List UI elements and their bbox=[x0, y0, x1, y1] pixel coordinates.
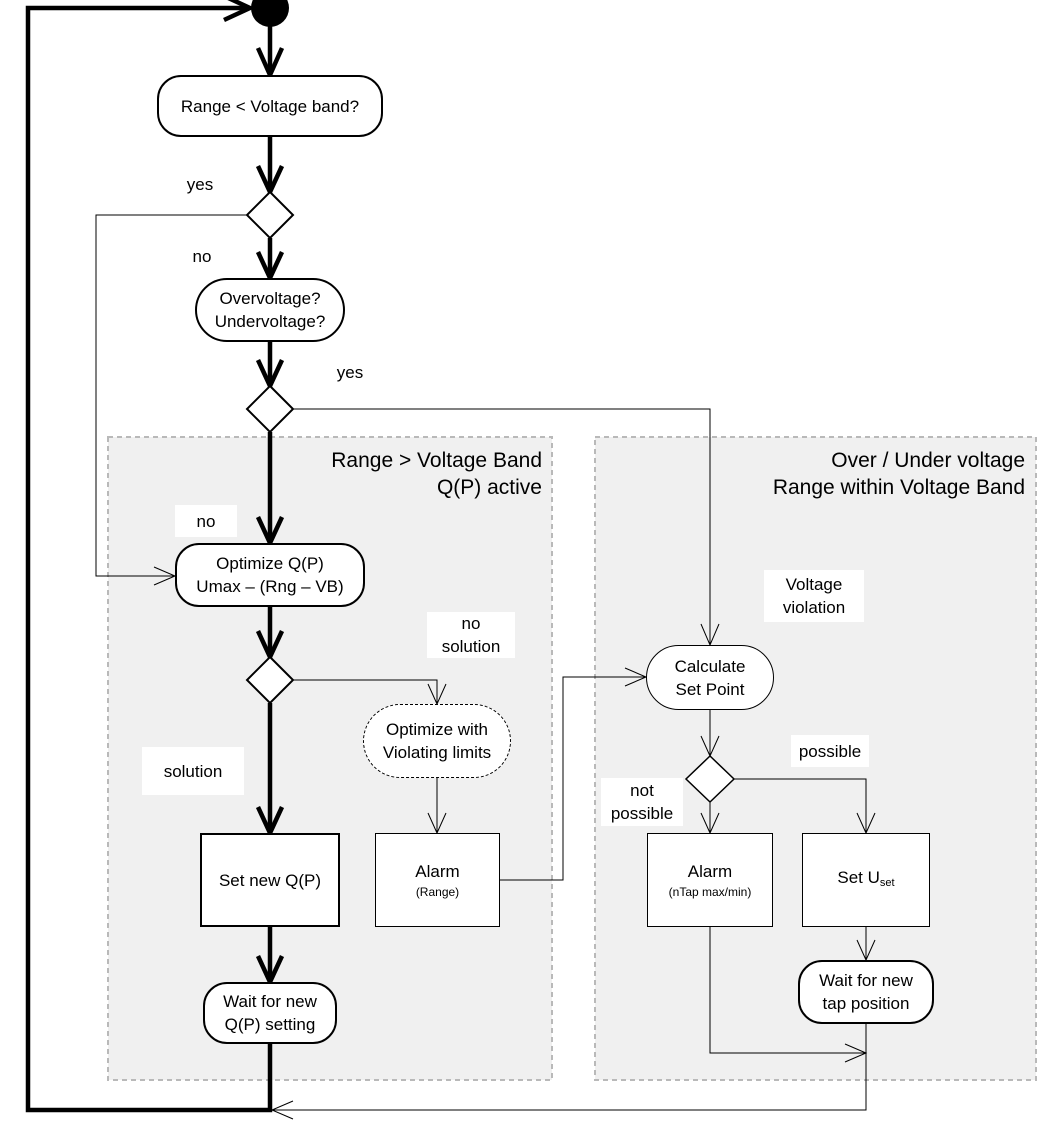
node-alarm-range: Alarm (Range) bbox=[375, 833, 500, 927]
edge-alarm-ntap-merge bbox=[709, 927, 866, 1054]
node-over-under-line1: Overvoltage? bbox=[219, 289, 321, 308]
node-set-uset-prefix: Set U bbox=[837, 867, 880, 887]
edge-nosolution-to-optviolating bbox=[293, 679, 438, 704]
node-over-under: Overvoltage? Undervoltage? bbox=[195, 278, 345, 342]
region-ou-title-line1: Over / Under voltage bbox=[831, 449, 1025, 472]
label-not-possible-line2: possible bbox=[610, 804, 674, 823]
edge-loop-back bbox=[25, 5, 273, 1113]
node-alarm-ntap-sub: (nTap max/min) bbox=[668, 884, 752, 899]
region-qp-title-line2: Q(P) active bbox=[436, 476, 542, 499]
edge-possible-to-setuset bbox=[734, 778, 867, 833]
region-ou-title: Over / Under voltage Range within Voltag… bbox=[640, 447, 1025, 501]
label-no-solution-line2: solution bbox=[441, 637, 501, 656]
node-optimize-qp-line2: Umax – (Rng – VB) bbox=[196, 577, 344, 596]
edge-yes-to-calc bbox=[293, 408, 711, 645]
node-wait-qp-line1: Wait for new bbox=[223, 992, 317, 1011]
node-alarm-ntap-title: Alarm bbox=[687, 861, 733, 881]
region-qp-title-line1: Range > Voltage Band bbox=[331, 449, 542, 472]
node-over-under-line2: Undervoltage? bbox=[214, 312, 326, 331]
node-range-check-label: Range < Voltage band? bbox=[180, 96, 360, 116]
node-set-new-qp: Set new Q(P) bbox=[200, 833, 340, 927]
node-calc-set-point-line1: Calculate bbox=[674, 656, 746, 676]
node-wait-qp-line2: Q(P) setting bbox=[224, 1015, 316, 1034]
label-not-possible-line1: not bbox=[630, 781, 654, 800]
arrowhead-decision4 bbox=[700, 735, 720, 758]
edge-yes-to-optimize bbox=[95, 214, 247, 577]
decision-range bbox=[245, 190, 295, 240]
node-wait-tap: Wait for new tap position bbox=[798, 960, 934, 1024]
edge-alarm-to-calc bbox=[500, 676, 646, 881]
label-yes-1: yes bbox=[186, 175, 214, 194]
label-no-solution-line1: no bbox=[461, 614, 481, 633]
node-set-uset: Set Uset bbox=[802, 833, 930, 927]
node-alarm-range-sub: (Range) bbox=[415, 884, 460, 899]
decision-solution bbox=[245, 655, 295, 705]
label-not-possible: not possible bbox=[601, 778, 683, 826]
region-qp-title: Range > Voltage Band Q(P) active bbox=[200, 447, 542, 501]
label-voltage-violation-line1: Voltage bbox=[785, 575, 843, 594]
node-optimize-qp: Optimize Q(P) Umax – (Rng – VB) bbox=[175, 543, 365, 607]
node-alarm-range-title: Alarm bbox=[415, 861, 460, 881]
node-optimize-violating-line1: Optimize with bbox=[385, 720, 489, 739]
node-optimize-qp-line1: Optimize Q(P) bbox=[216, 554, 324, 573]
arrowhead-loop bbox=[223, 0, 256, 23]
edge-waittap-to-loop bbox=[272, 1024, 867, 1111]
node-alarm-ntap: Alarm (nTap max/min) bbox=[647, 833, 773, 927]
start-node bbox=[251, 0, 289, 27]
node-wait-tap-line1: Wait for new bbox=[819, 971, 913, 990]
region-ou-title-line2: Range within Voltage Band bbox=[772, 476, 1025, 499]
label-possible: possible bbox=[791, 735, 869, 767]
label-no-2: no bbox=[175, 505, 237, 537]
node-wait-tap-line2: tap position bbox=[822, 994, 910, 1013]
node-optimize-violating: Optimize with Violating limits bbox=[363, 704, 511, 778]
label-no-solution: no solution bbox=[427, 612, 515, 658]
label-yes-2: yes bbox=[336, 363, 364, 382]
node-range-check: Range < Voltage band? bbox=[157, 75, 383, 137]
label-voltage-violation: Voltage violation bbox=[764, 570, 864, 622]
label-no-1: no bbox=[192, 247, 212, 266]
arrowhead-loop-return bbox=[270, 1100, 294, 1120]
label-voltage-violation-line2: violation bbox=[782, 598, 846, 617]
node-set-uset-label: Set Uset bbox=[837, 866, 894, 895]
node-calc-set-point-line2: Set Point bbox=[675, 679, 745, 699]
decision-over-under bbox=[245, 384, 295, 434]
node-calc-set-point: Calculate Set Point bbox=[646, 645, 774, 710]
node-set-new-qp-label: Set new Q(P) bbox=[218, 870, 322, 890]
node-wait-qp: Wait for new Q(P) setting bbox=[203, 982, 337, 1044]
node-optimize-violating-line2: Violating limits bbox=[382, 743, 492, 762]
label-solution: solution bbox=[142, 747, 244, 795]
node-set-uset-subscript: set bbox=[879, 876, 895, 889]
